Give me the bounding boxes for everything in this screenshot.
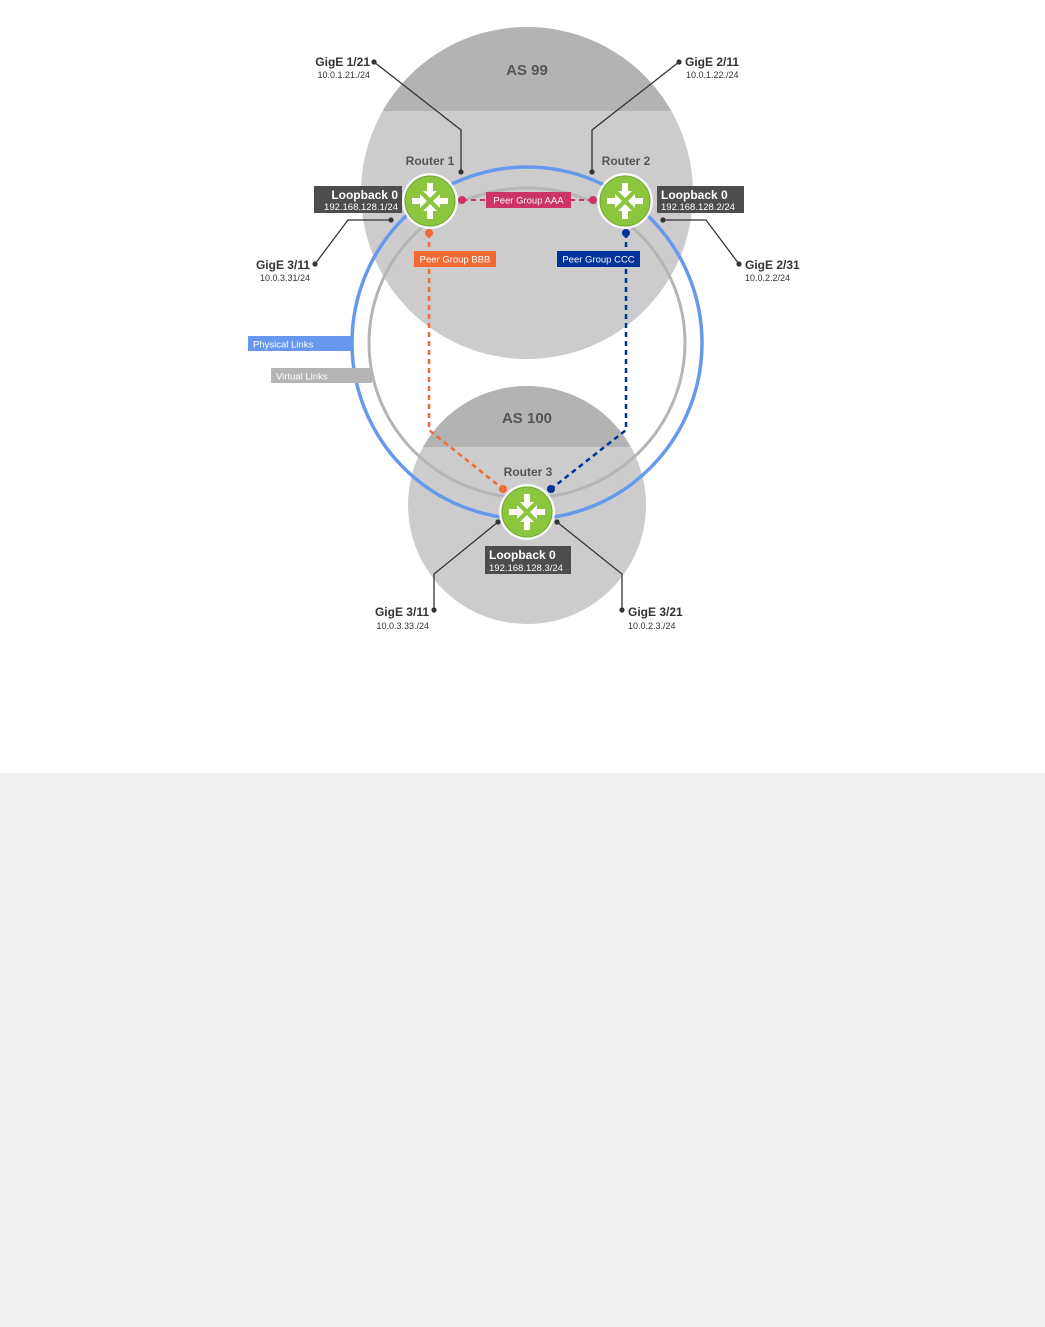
router2-name: Router 2 bbox=[602, 154, 651, 168]
peer-group-ccc-link: Peer Group CCC bbox=[547, 229, 640, 493]
router-arrows-icon bbox=[509, 494, 545, 530]
router1-name: Router 1 bbox=[406, 154, 455, 168]
loopback-r1: Loopback 0 192.168.128.1/24 bbox=[314, 186, 402, 213]
router-arrows-icon bbox=[607, 183, 643, 219]
port-leader-dots bbox=[312, 59, 742, 613]
loopback-ip: 192.168.128.2/24 bbox=[661, 202, 735, 213]
port-gige-1-21: GigE 1/21 10.0.1.21./24 bbox=[315, 55, 370, 80]
gige-3-11-r3-leader bbox=[433, 521, 499, 610]
router-arrows-icon bbox=[412, 183, 448, 219]
legend: Physical Links Virtual Links bbox=[248, 336, 372, 383]
loopback-ip: 192.168.128.1/24 bbox=[324, 202, 398, 213]
gige-2-11-leader bbox=[591, 61, 680, 172]
network-topology-diagram: AS 99 AS 100 Physical Links Virtual Link… bbox=[248, 27, 800, 631]
port-gige-3-11-r1: GigE 3/11 10.0.3.31/24 bbox=[256, 258, 310, 283]
router3[interactable] bbox=[499, 484, 555, 540]
port-gige-2-31: GigE 2/31 10.0.2.2/24 bbox=[745, 258, 800, 283]
as100-title: AS 100 bbox=[502, 410, 552, 427]
port-name: GigE 3/11 bbox=[256, 258, 310, 272]
port-gige-3-11-r3: GigE 3/11 10.0.3.33./24 bbox=[375, 605, 429, 631]
legend-physical-label: Physical Links bbox=[253, 340, 313, 351]
port-name: GigE 2/11 bbox=[685, 55, 739, 69]
gige-3-21-leader bbox=[556, 521, 623, 610]
port-ip: 10.0.2.2/24 bbox=[745, 273, 790, 283]
peer-group-ccc-label: Peer Group CCC bbox=[562, 255, 634, 266]
peer-group-bbb-tag bbox=[414, 251, 496, 267]
port-ip: 10.0.3.33./24 bbox=[376, 621, 429, 631]
as99-title: AS 99 bbox=[506, 62, 548, 79]
router1[interactable] bbox=[402, 173, 458, 229]
loopback-r3: Loopback 0 192.168.128.3/24 bbox=[485, 546, 571, 574]
loopback-ip: 192.168.128.3/24 bbox=[489, 563, 563, 574]
router2[interactable] bbox=[597, 173, 653, 229]
peer-group-bbb-label: Peer Group BBB bbox=[420, 255, 491, 266]
port-leaders bbox=[314, 61, 740, 610]
peer-group-aaa-tag bbox=[486, 192, 571, 208]
legend-physical-swatch bbox=[248, 336, 352, 351]
peer-group-aaa-link: Peer Group AAA bbox=[458, 192, 597, 208]
port-gige-2-11: GigE 2/11 10.0.1.22./24 bbox=[685, 55, 739, 80]
loopback-r2: Loopback 0 192.168.128.2/24 bbox=[657, 186, 744, 213]
port-name: GigE 3/21 bbox=[628, 605, 683, 619]
gige-2-31-leader bbox=[663, 219, 740, 265]
port-name: GigE 1/21 bbox=[315, 55, 370, 69]
port-ip: 10.0.1.22./24 bbox=[686, 70, 739, 80]
diagram-panel: AS 99 AS 100 Physical Links Virtual Link… bbox=[0, 0, 1045, 773]
peer-group-aaa-label: Peer Group AAA bbox=[493, 196, 564, 207]
loopback-title: Loopback 0 bbox=[661, 188, 728, 202]
gige-1-21-leader bbox=[373, 61, 462, 172]
blank-lower-area bbox=[0, 773, 1045, 1327]
port-ip: 10.0.2.3./24 bbox=[628, 621, 676, 631]
port-ip: 10.0.3.31/24 bbox=[260, 273, 310, 283]
port-gige-3-21: GigE 3/21 10.0.2.3./24 bbox=[628, 605, 683, 631]
port-name: GigE 2/31 bbox=[745, 258, 800, 272]
loopback-title: Loopback 0 bbox=[331, 188, 398, 202]
port-name: GigE 3/11 bbox=[375, 605, 429, 619]
router3-name: Router 3 bbox=[504, 465, 553, 479]
loopback-title: Loopback 0 bbox=[489, 548, 556, 562]
port-ip: 10.0.1.21./24 bbox=[317, 70, 370, 80]
gige-3-11-r1-leader bbox=[314, 219, 391, 265]
legend-virtual-swatch bbox=[271, 368, 372, 383]
peer-group-ccc-tag bbox=[557, 251, 640, 267]
peer-group-bbb-link: Peer Group BBB bbox=[414, 229, 507, 493]
legend-virtual-label: Virtual Links bbox=[276, 372, 328, 383]
